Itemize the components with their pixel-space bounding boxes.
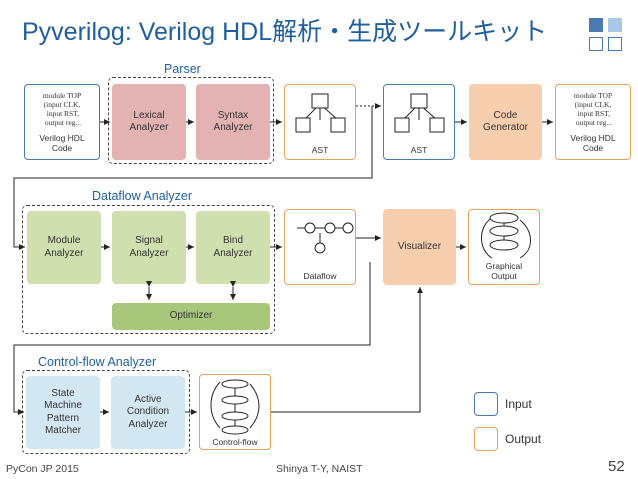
decor-square-outline — [608, 37, 622, 51]
dataflow-group-title: Dataflow Analyzer — [92, 189, 193, 203]
dataflow-output-label: Dataflow — [303, 271, 337, 281]
output-verilog-code: module TOP (input CLK, input RST, output… — [555, 84, 631, 160]
ast-input-label: AST — [410, 145, 428, 155]
footer-event: PyCon JP 2015 — [6, 463, 79, 475]
legend-input-swatch — [474, 392, 498, 416]
bind-analyzer: Bind Analyzer — [196, 211, 270, 284]
visualizer: Visualizer — [383, 209, 456, 285]
decor-square-dark — [589, 18, 603, 32]
code-generator: Code Generator — [469, 84, 542, 160]
arrow-controlflow-to-visualizer — [271, 287, 423, 413]
output-code-caption: Verilog HDL Code — [570, 132, 616, 153]
active-condition-analyzer: Active Condition Analyzer — [111, 376, 185, 449]
output-code-snippet: module TOP (input CLK, input RST, output… — [573, 90, 613, 127]
dataflow-graph-icon — [297, 222, 354, 254]
signal-analyzer: Signal Analyzer — [112, 211, 186, 284]
parser-group-title: Parser — [164, 62, 201, 76]
controlflow-group-title: Control-flow Analyzer — [38, 355, 157, 369]
input-code-caption: Verilog HDL Code — [39, 132, 85, 153]
ast-output-label: AST — [311, 145, 329, 155]
legend-input-label: Input — [505, 397, 532, 411]
control-flow-output-label: Control-flow — [212, 437, 258, 447]
arrow-ast-to-module-analyzer — [13, 106, 373, 250]
arrow-dataflow-to-state-machine — [13, 262, 371, 415]
dataflow-group — [22, 205, 275, 334]
optimizer: Optimizer — [112, 303, 270, 330]
legend-output-swatch — [474, 427, 498, 451]
graphical-output-icon — [481, 212, 531, 259]
lexical-analyzer: Lexical Analyzer — [112, 84, 186, 160]
input-code-snippet: module TOP (input CLK, input RST, output… — [42, 90, 82, 127]
module-analyzer: Module Analyzer — [27, 211, 101, 284]
syntax-analyzer: Syntax Analyzer — [196, 84, 270, 160]
decor-square-outline — [589, 37, 603, 51]
legend-output-label: Output — [505, 432, 542, 446]
page-number: 52 — [608, 458, 625, 475]
input-verilog-code: module TOP (input CLK, input RST, output… — [24, 84, 100, 160]
slide-title: Pyverilog: Verilog HDL解析・生成ツールキット — [22, 18, 548, 46]
state-machine-pattern-matcher: State Machine Pattern Matcher — [26, 376, 100, 449]
ast-tree-icon — [394, 93, 445, 133]
ast-tree-icon — [295, 93, 346, 133]
graphical-output-label: Graphical Output — [485, 261, 523, 281]
control-flow-icon — [210, 379, 260, 435]
decor-square-light — [608, 18, 622, 32]
footer-author: Shinya T-Y, NAIST — [276, 463, 363, 475]
